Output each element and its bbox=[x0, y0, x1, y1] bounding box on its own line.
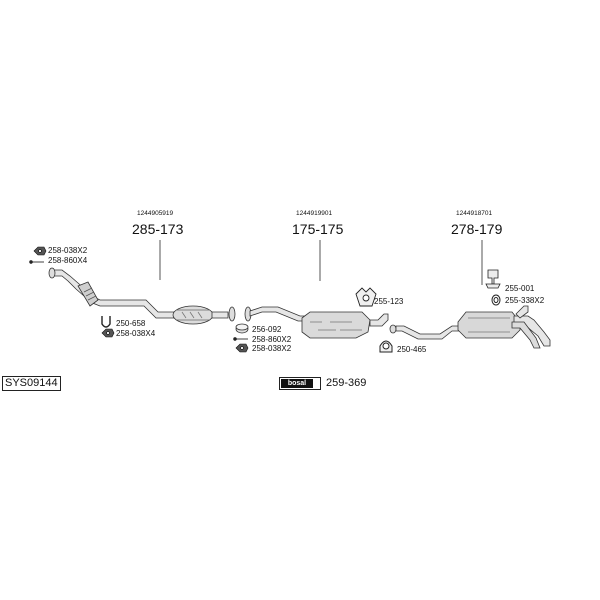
hanger-ring-icon bbox=[379, 340, 393, 353]
nut-icon-2 bbox=[235, 343, 249, 353]
system-code-box: SYS09144 bbox=[2, 376, 61, 391]
accessory-label: 255-123 bbox=[374, 297, 404, 306]
rubber-hanger-icon bbox=[355, 287, 377, 307]
accessory-label: 250-465 bbox=[397, 345, 427, 354]
mounting-rubber-icon bbox=[485, 269, 501, 289]
accessory-label: 255-338X2 bbox=[505, 296, 545, 305]
accessory-label: 258-038X4 bbox=[116, 329, 156, 338]
part-number-front: 285-173 bbox=[132, 221, 184, 237]
middle-silencer-part bbox=[244, 306, 389, 339]
nut-icon bbox=[101, 328, 115, 338]
accessory-label: 250-658 bbox=[116, 319, 146, 328]
oem-number-rear: 1244918701 bbox=[456, 210, 493, 217]
gasket-icon bbox=[235, 323, 249, 334]
oem-number-front: 1244905919 bbox=[137, 210, 174, 217]
u-clamp-icon bbox=[101, 316, 111, 328]
bosal-logo: bosal bbox=[279, 377, 321, 390]
accessory-label: 258-038X2 bbox=[252, 344, 292, 353]
rear-silencer-part bbox=[389, 305, 551, 349]
accessory-label: 258-860X2 bbox=[252, 335, 292, 344]
washer-icon bbox=[491, 294, 501, 306]
mounting-kit-number: 259-369 bbox=[326, 377, 367, 389]
oem-number-middle: 1244919901 bbox=[296, 210, 333, 217]
accessory-label: 255-001 bbox=[505, 284, 535, 293]
clamp-nut-icon bbox=[33, 246, 47, 256]
front-pipe-part bbox=[48, 267, 236, 325]
part-number-rear: 278-179 bbox=[451, 221, 503, 237]
bolt-icon bbox=[29, 260, 44, 264]
accessory-label: 256-092 bbox=[252, 325, 282, 334]
bolt-icon-2 bbox=[233, 337, 248, 341]
accessory-label: 258-860X4 bbox=[48, 256, 88, 265]
part-number-middle: 175-175 bbox=[292, 221, 344, 237]
accessory-label: 258-038X2 bbox=[48, 246, 88, 255]
bosal-logo-text: bosal bbox=[281, 379, 313, 388]
